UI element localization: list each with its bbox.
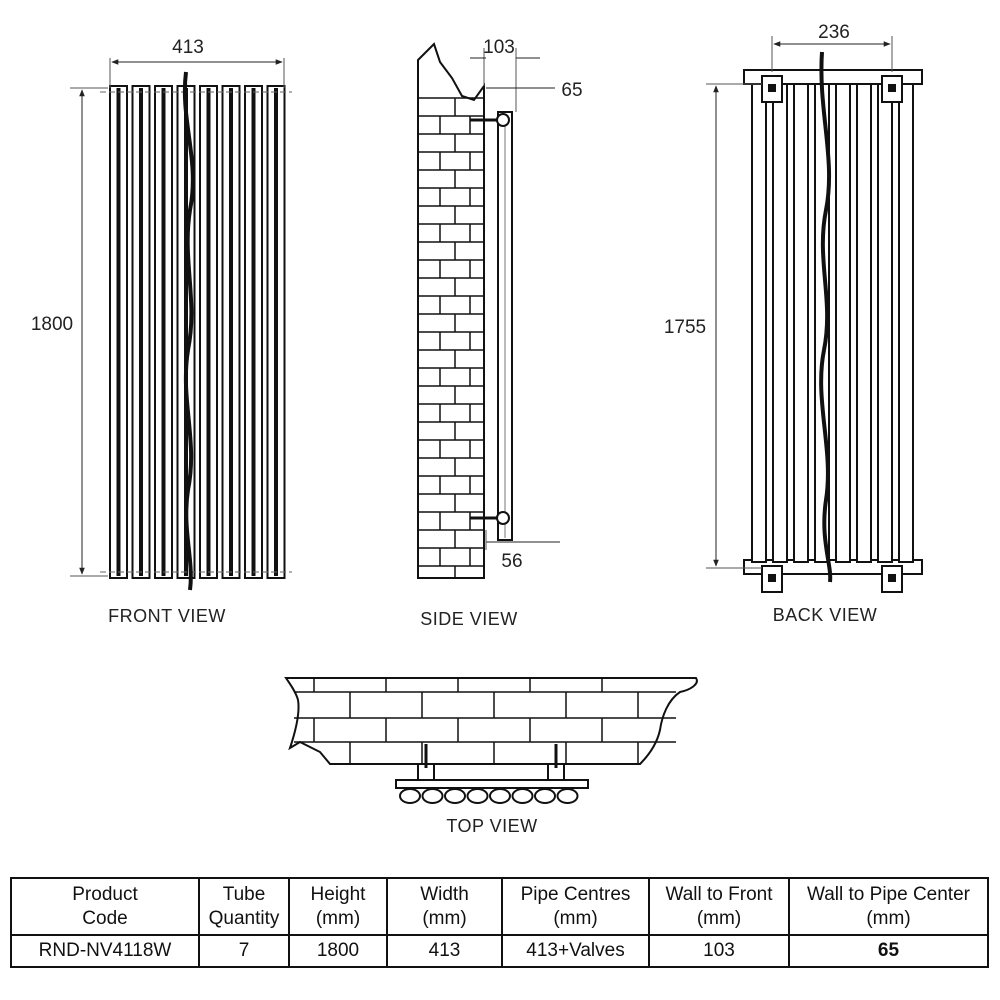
cell-width: 413 [386, 934, 503, 968]
back-bracket-bottom-left [761, 565, 783, 593]
front-height-dim: 1800 [31, 314, 73, 335]
side-wall-to-front-dim: 103 [483, 37, 515, 58]
top-tube [511, 788, 534, 804]
top-tube [421, 788, 444, 804]
back-bracket-top-left [761, 75, 783, 103]
header-height: Height(mm) [288, 877, 388, 936]
top-tube [489, 788, 511, 804]
back-height-dim: 1755 [664, 317, 706, 338]
back-tube [898, 83, 914, 563]
top-wall-bricks [294, 678, 676, 764]
top-tube [399, 788, 421, 804]
top-tube [534, 788, 556, 804]
header-wall-to-pipe-center: Wall to Pipe Center(mm) [788, 877, 989, 936]
back-view: 236 1755 BACK VIEW [656, 22, 923, 625]
back-tube [835, 83, 851, 563]
back-tubes [751, 83, 914, 563]
top-view: TOP VIEW [284, 677, 698, 836]
back-bracket-bottom-right [881, 565, 903, 593]
top-tube [466, 788, 489, 804]
header-width: Width(mm) [386, 877, 503, 936]
cell-tube-quantity: 7 [198, 934, 290, 968]
back-view-label: BACK VIEW [773, 605, 878, 625]
top-wall [284, 677, 698, 765]
back-tube [793, 83, 809, 563]
back-tube [856, 83, 872, 563]
header-wall-to-front: Wall to Front(mm) [648, 877, 790, 936]
back-bracket-width-dim: 236 [818, 22, 850, 43]
top-tubes [399, 788, 579, 804]
cell-product-code: RND-NV4118W [10, 934, 200, 968]
technical-drawing: 413 1800 FRONT VIEW 103 65 [22, 22, 923, 836]
back-tube [772, 83, 788, 563]
front-view-label: FRONT VIEW [108, 606, 226, 626]
cell-wall-to-pipe-center: 65 [788, 934, 989, 968]
top-tube [444, 788, 466, 804]
back-tube [751, 83, 767, 563]
side-bottom-dim: 56 [501, 551, 522, 572]
back-pipe [819, 51, 833, 583]
cell-pipe-centres: 413+Valves [501, 934, 650, 968]
side-wall [417, 42, 485, 579]
side-wall-bricks [418, 97, 484, 578]
cell-height: 1800 [288, 934, 388, 968]
side-wall-to-pipe-dim: 65 [561, 80, 582, 101]
front-view: 413 1800 FRONT VIEW [22, 37, 292, 626]
back-bracket-top-right [881, 75, 903, 103]
header-pipe-centres: Pipe Centres(mm) [501, 877, 650, 936]
back-tube [877, 83, 893, 563]
side-bracket-bottom [470, 511, 510, 525]
front-tubes [109, 85, 286, 579]
cell-wall-to-front: 103 [648, 934, 790, 968]
top-view-label: TOP VIEW [446, 816, 537, 836]
side-view-label: SIDE VIEW [420, 609, 518, 629]
front-pipe [182, 71, 195, 591]
side-view: 103 65 56 SIDE VIEW [417, 37, 583, 629]
side-bracket-top [470, 113, 510, 127]
top-tube [556, 788, 579, 804]
front-width-dim: 413 [172, 37, 204, 58]
spec-data-row: RND-NV4118W 7 1800 413 413+Valves 103 65 [10, 934, 989, 968]
